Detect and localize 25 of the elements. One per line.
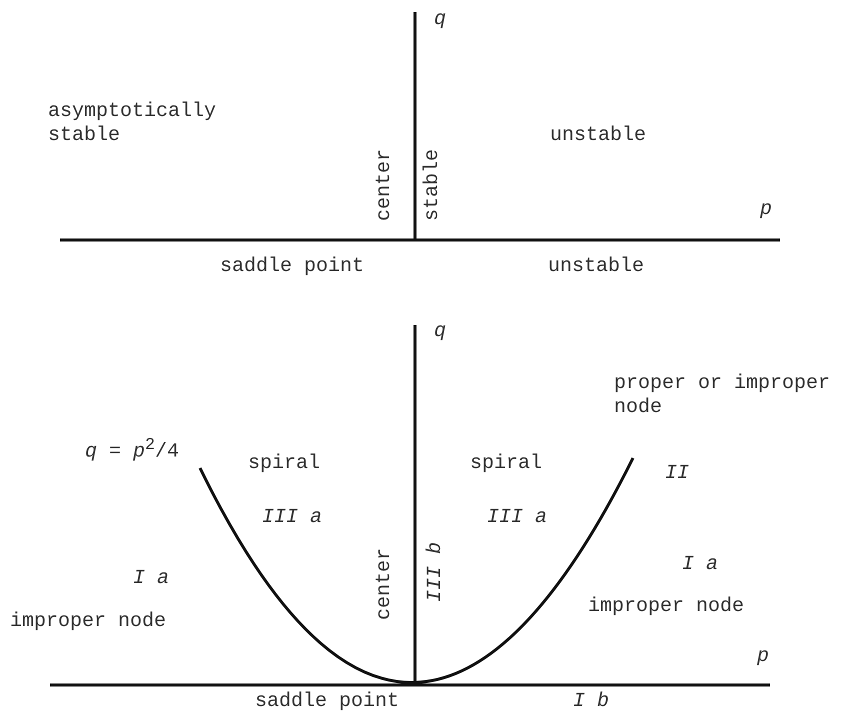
region-label: proper or improper node: [614, 372, 832, 420]
region-label: center: [373, 149, 397, 221]
region-label: improper node: [10, 610, 166, 634]
curve-equation: q = p$^{2}$/4: [85, 435, 180, 465]
region-label: spiral: [470, 452, 542, 476]
axis-label: q: [434, 320, 446, 344]
region-label: unstable: [548, 255, 644, 279]
region-label: saddle point: [255, 690, 400, 714]
region-label: III b: [424, 542, 448, 602]
region-label: spiral: [248, 452, 320, 476]
region-label: II: [665, 462, 690, 486]
region-label: asymptotically stable: [48, 100, 218, 148]
region-label: III a: [262, 506, 322, 530]
region-label: I a: [133, 567, 170, 591]
region-label: I b: [573, 690, 610, 714]
axis-label: q: [434, 8, 446, 32]
axis-label: p: [757, 645, 770, 669]
region-label: III a: [487, 506, 548, 530]
region-label: improper node: [588, 595, 744, 619]
region-label: center: [373, 548, 397, 620]
region-label: I a: [682, 553, 718, 577]
axis-label: p: [760, 198, 772, 222]
region-label: saddle point: [220, 255, 364, 279]
region-label: unstable: [550, 124, 646, 148]
region-label: stable: [421, 149, 445, 221]
